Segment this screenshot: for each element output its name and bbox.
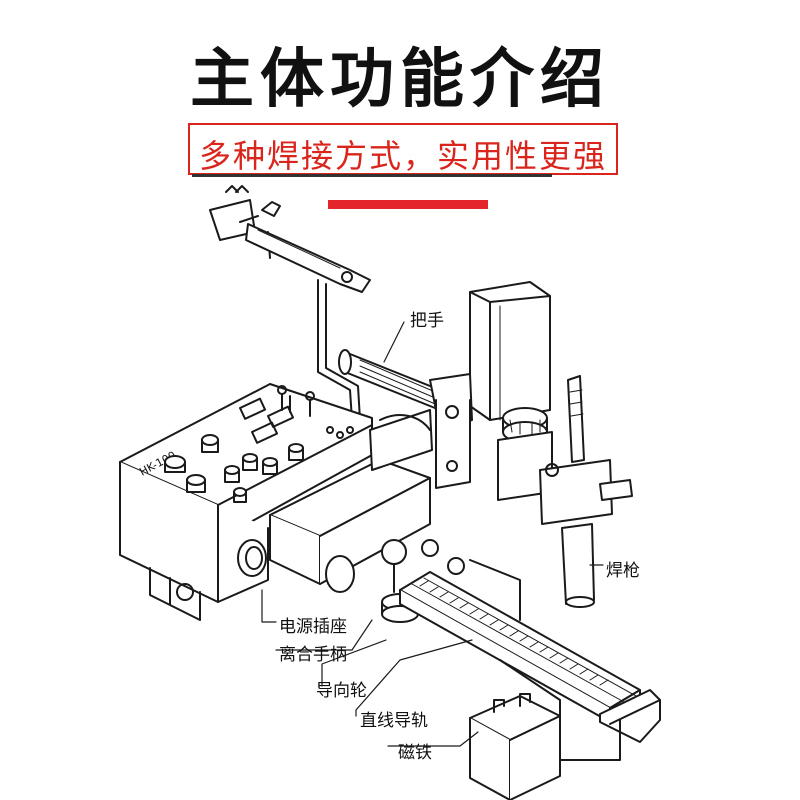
magnet-part (469, 693, 561, 800)
callout-power-socket: 电源插座 (279, 617, 347, 637)
callout-linear-rail: 直线导轨 (360, 711, 428, 731)
top-clamp (209, 185, 371, 293)
callout-clutch-handle: 离合手柄 (279, 645, 347, 665)
support-rod (317, 279, 361, 421)
callout-lines (261, 321, 604, 747)
subtitle-frame: 多种焊接方式，实用性更强 (188, 123, 618, 175)
control-box: HK-100 (119, 383, 373, 621)
callout-torch: 焊枪 (606, 561, 640, 581)
vertical-post (469, 281, 551, 421)
clutch-handle-part (325, 539, 465, 593)
torch-part (539, 375, 633, 608)
page-subtitle: 多种焊接方式，实用性更强 (198, 137, 607, 175)
callout-magnet: 磁铁 (398, 743, 432, 763)
callout-handle: 把手 (410, 311, 444, 331)
page-title: 主体功能介绍 (190, 43, 610, 117)
callout-guide-wheel: 导向轮 (316, 681, 367, 701)
accent-bar (328, 200, 488, 209)
power-socket-part (237, 539, 267, 577)
handle-part (338, 349, 473, 489)
linear-rail-part (399, 571, 661, 743)
subtitle-underline (192, 174, 552, 177)
adjust-knob (497, 407, 553, 501)
